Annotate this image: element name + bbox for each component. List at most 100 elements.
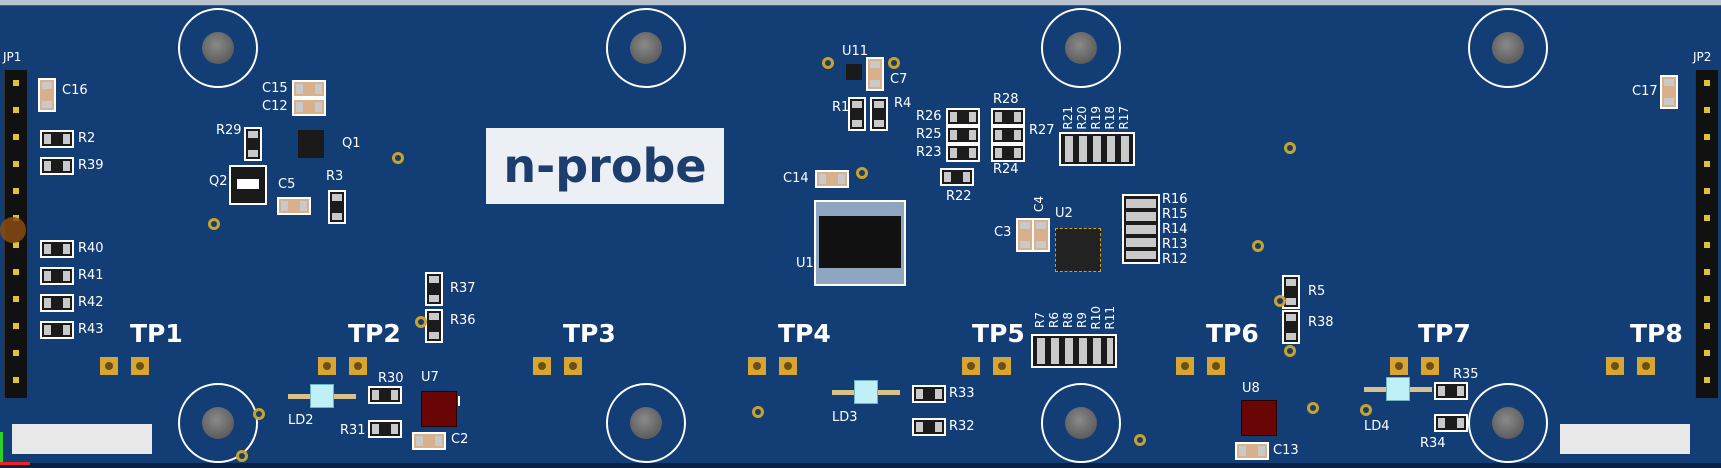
mounting-hole [178, 8, 258, 88]
mounting-hole [1041, 383, 1121, 463]
label-r42: R42 [78, 295, 104, 310]
label-c16: C16 [62, 83, 88, 98]
label-c7: C7 [890, 72, 908, 87]
mounting-hole-drill [630, 407, 662, 439]
label-c2: C2 [451, 432, 469, 447]
label-ld2: LD2 [288, 413, 314, 428]
label-r3: R3 [326, 169, 344, 184]
via [1134, 434, 1146, 446]
mounting-hole [606, 8, 686, 88]
led [1386, 377, 1410, 401]
label-r6: R6 [1047, 312, 1061, 328]
capacitor [292, 80, 326, 98]
label-r28: R28 [993, 92, 1019, 107]
label-r38: R38 [1308, 315, 1334, 330]
silkscreen-blank-left [12, 424, 152, 454]
label-c17: C17 [1632, 84, 1658, 99]
via [1360, 404, 1372, 416]
label-r1: R1 [832, 100, 850, 115]
resistor [946, 108, 980, 126]
label-r11: R11 [1103, 306, 1117, 330]
via [1252, 240, 1264, 252]
label-r20: R20 [1075, 106, 1089, 130]
test-pad[interactable] [993, 357, 1011, 375]
resistor [244, 127, 262, 161]
test-pad[interactable] [1207, 357, 1225, 375]
label-q1: Q1 [342, 136, 361, 151]
label-r33: R33 [949, 386, 975, 401]
label-r22: R22 [946, 189, 972, 204]
label-r32: R32 [949, 419, 975, 434]
test-pad[interactable] [318, 357, 336, 375]
pin-header-right[interactable] [1695, 70, 1718, 398]
label-u11: U11 [842, 44, 869, 59]
label-r26: R26 [916, 109, 942, 124]
label-c14: C14 [783, 171, 809, 186]
mounting-hole [1468, 8, 1548, 88]
pin1-marker [458, 396, 460, 406]
test-pad[interactable] [748, 357, 766, 375]
via [888, 57, 900, 69]
test-pad[interactable] [1390, 357, 1408, 375]
label-u7: U7 [421, 370, 439, 385]
resistor [1434, 382, 1468, 400]
resistor-array [1059, 132, 1135, 166]
tp-label-8: TP8 [1630, 319, 1683, 348]
tp-label-6: TP6 [1206, 319, 1259, 348]
label-r18: R18 [1103, 106, 1117, 130]
capacitor [38, 78, 56, 112]
label-r4: R4 [894, 96, 912, 111]
via [415, 316, 427, 328]
resistor [870, 97, 888, 131]
test-pad[interactable] [779, 357, 797, 375]
mounting-hole-drill [630, 32, 662, 64]
test-pad[interactable] [1637, 357, 1655, 375]
label-u2: U2 [1055, 206, 1073, 221]
label-r9: R9 [1075, 312, 1089, 328]
capacitor [1235, 442, 1269, 460]
resistor [848, 97, 866, 131]
label-r24: R24 [993, 162, 1019, 177]
label-r21: R21 [1061, 106, 1075, 130]
label-r16: R16 [1162, 192, 1188, 207]
header-label-left: JP1 [3, 50, 22, 64]
ic-u7 [421, 391, 457, 427]
test-pad[interactable] [131, 357, 149, 375]
led [310, 384, 334, 408]
via [1284, 142, 1296, 154]
capacitor [815, 170, 849, 188]
test-pad[interactable] [533, 357, 551, 375]
mounting-hole-drill [1492, 407, 1524, 439]
resistor [425, 309, 443, 343]
resistor [40, 321, 74, 339]
test-pad[interactable] [349, 357, 367, 375]
label-r37: R37 [450, 281, 476, 296]
test-pad[interactable] [1176, 357, 1194, 375]
test-pad[interactable] [1606, 357, 1624, 375]
label-ld4: LD4 [1364, 419, 1390, 434]
label-r30: R30 [378, 371, 404, 386]
board-edge-line [0, 5, 1721, 6]
mounting-hole [1041, 8, 1121, 88]
pin1-marker [0, 217, 26, 243]
test-pad[interactable] [564, 357, 582, 375]
mounting-hole-drill [1065, 407, 1097, 439]
tp-label-5: TP5 [972, 319, 1025, 348]
resistor [912, 385, 946, 403]
test-pad[interactable] [1421, 357, 1439, 375]
capacitor [412, 432, 446, 450]
via [236, 450, 248, 462]
mounting-hole-drill [1492, 32, 1524, 64]
logo-box: n-probe [486, 128, 724, 204]
resistor [946, 126, 980, 144]
resistor [40, 157, 74, 175]
via [208, 218, 220, 230]
ic-u11 [846, 64, 862, 80]
resistor [1282, 310, 1300, 344]
test-pad[interactable] [100, 357, 118, 375]
board-edge-top [0, 0, 1721, 5]
test-pad[interactable] [962, 357, 980, 375]
header-label-right: JP2 [1693, 50, 1712, 64]
label-r23: R23 [916, 145, 942, 160]
capacitor [866, 57, 884, 91]
